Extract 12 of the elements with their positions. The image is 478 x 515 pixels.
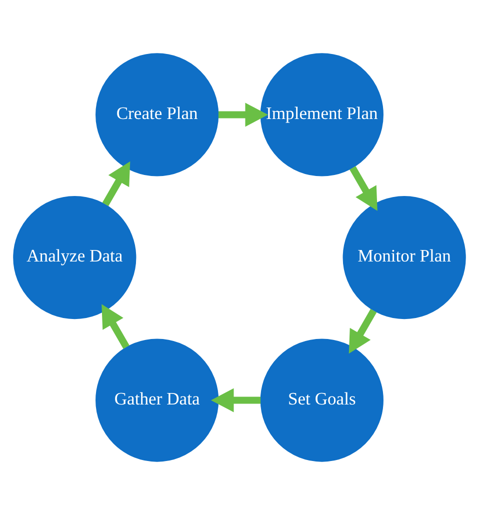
node-circle: Monitor Plan [342, 196, 466, 320]
node-circle: Analyze Data [12, 196, 136, 320]
node-circle: Create Plan [95, 53, 218, 176]
arrow [102, 161, 130, 206]
arrow [218, 102, 268, 127]
node-circle: Set Goals [260, 338, 383, 462]
arrow [349, 166, 377, 211]
node-circle: Implement Plan [260, 53, 383, 176]
node-circle: Gather Data [95, 338, 218, 462]
arrow [101, 304, 129, 349]
arrow [210, 388, 260, 412]
arrow [348, 308, 376, 354]
